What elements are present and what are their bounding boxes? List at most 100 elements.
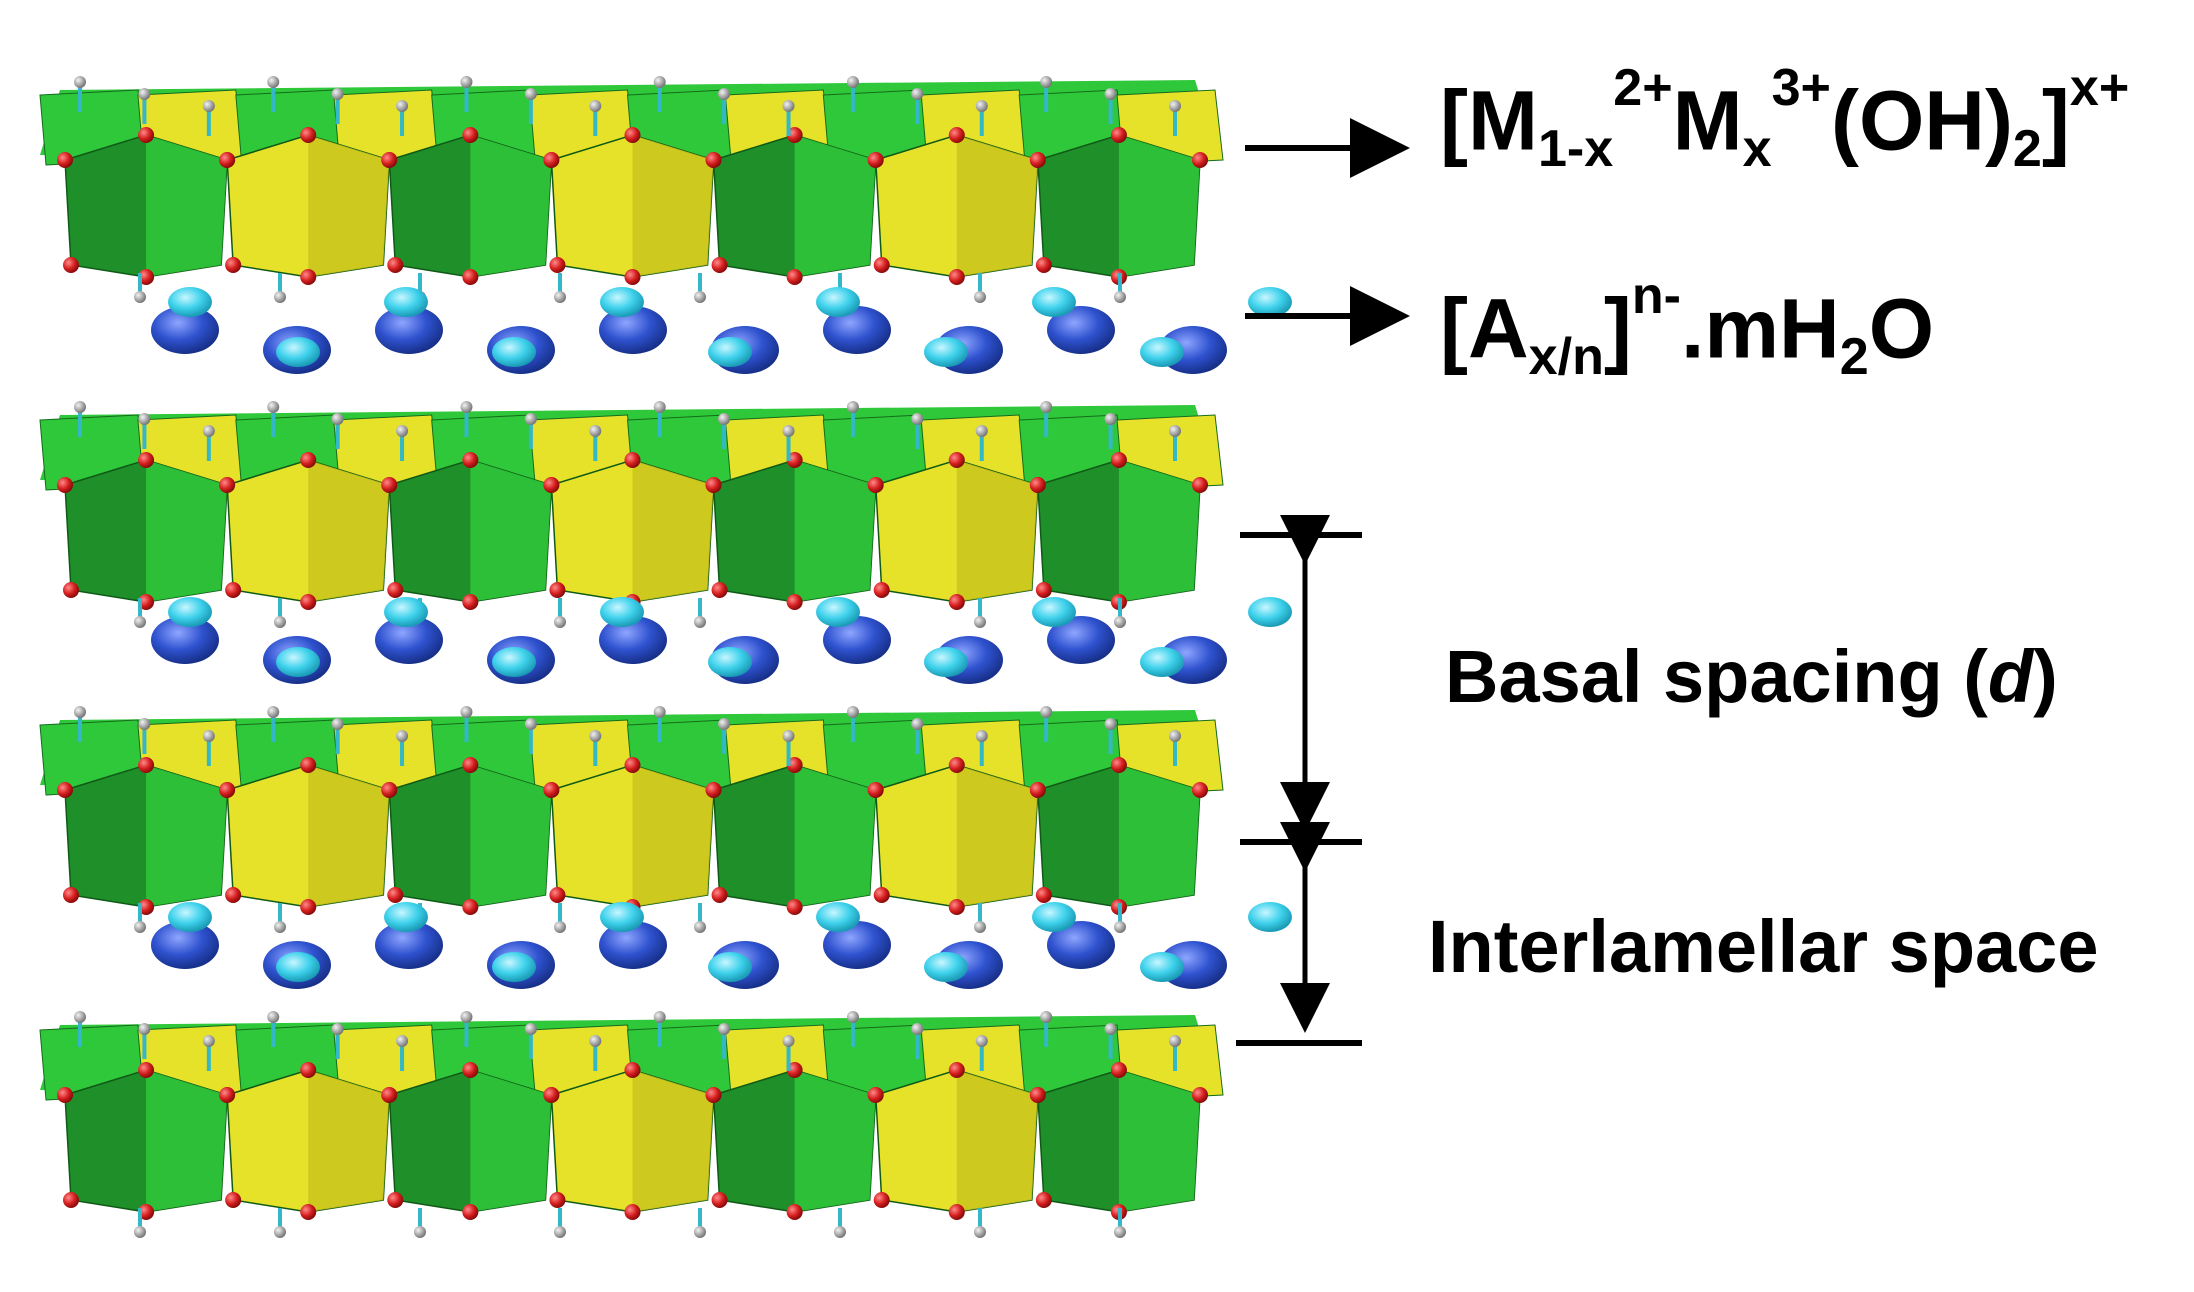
hydrogen-atom [782, 1035, 795, 1047]
hydrogen-atom [524, 413, 537, 425]
oxygen-atom [948, 452, 965, 468]
hydrogen-atom [911, 88, 924, 100]
hydrogen-atom [846, 76, 859, 88]
oxygen-atom [948, 899, 965, 915]
water-molecule [1248, 597, 1292, 627]
water-molecule [816, 287, 860, 317]
oxygen-atom [462, 1204, 479, 1220]
hydrogen-atom [782, 425, 795, 437]
formula-hydroxide: (OH) [1830, 73, 2013, 168]
hydrogen-atom [396, 425, 409, 437]
octahedron-facet [794, 135, 876, 277]
oxygen-atom [1035, 582, 1052, 598]
anion [375, 921, 443, 969]
oxygen-atom [867, 152, 884, 168]
brucite-layer [39, 401, 1224, 628]
oxygen-atom [624, 1062, 641, 1078]
water-molecule [600, 597, 644, 627]
hydrogen-atom [911, 1023, 924, 1035]
oxygen-atom [462, 1062, 479, 1078]
oxygen-atom [1029, 152, 1046, 168]
hydrogen-atom [1104, 88, 1117, 100]
hydrogen-atom [460, 706, 473, 718]
oxygen-atom [381, 152, 398, 168]
basal-spacing-label: Basal spacing (d) [1445, 640, 2058, 714]
oxygen-atom [624, 127, 641, 143]
hydrogen-atom [974, 921, 986, 933]
water-molecule [168, 287, 212, 317]
oxygen-atom [549, 257, 566, 273]
oxygen-atom [57, 782, 73, 798]
octahedron-facet [470, 135, 552, 277]
oxygen-atom [1110, 452, 1127, 468]
interlayer-anion-label: [Ax/n]n-.mH2O [1440, 270, 1934, 383]
basal-spacing-symbol: d [1987, 635, 2034, 718]
oxygen-atom [387, 257, 404, 273]
hydrogen-atom [1114, 616, 1126, 628]
oxygen-atom [300, 269, 317, 285]
interlayer-region [151, 287, 1292, 989]
octahedron-facet [308, 1070, 390, 1212]
oxygen-atom [549, 887, 566, 903]
hydrogen-atom [74, 401, 86, 413]
hydrogen-atom [653, 76, 666, 88]
hydrogen-atom [974, 616, 986, 628]
oxygen-atom [381, 1087, 398, 1103]
hydrogen-atom [134, 1226, 146, 1238]
oxygen-atom [219, 782, 236, 798]
octahedron-facet [794, 460, 876, 602]
oxygen-atom [462, 899, 479, 915]
water-molecule [384, 902, 428, 932]
oxygen-atom [63, 887, 79, 903]
oxygen-atom [138, 594, 155, 610]
brucite-layer [39, 706, 1224, 933]
interlamellar-space-label: Interlamellar space [1428, 905, 2099, 988]
hydrogen-atom [554, 616, 566, 628]
oxygen-atom [63, 257, 79, 273]
oxygen-atom [1029, 477, 1046, 493]
hydrogen-atom [718, 1023, 731, 1035]
water-molecule [708, 647, 752, 677]
oxygen-atom [381, 782, 398, 798]
octahedron-facet [146, 460, 228, 602]
hydrogen-atom [331, 88, 344, 100]
hydrogen-atom [274, 921, 286, 933]
water-molecule [1140, 647, 1184, 677]
oxygen-atom [300, 899, 317, 915]
oxygen-atom [300, 452, 317, 468]
hydrogen-atom [1104, 413, 1117, 425]
oxygen-atom [948, 269, 965, 285]
oxygen-atom [711, 582, 728, 598]
hydrogen-atom [694, 921, 706, 933]
octahedron-facet [956, 765, 1038, 907]
octahedron-facet [956, 460, 1038, 602]
brucite-layer [39, 1011, 1224, 1238]
hydrogen-atom [202, 100, 215, 112]
hydrogen-atom [846, 706, 859, 718]
oxygen-atom [867, 1087, 884, 1103]
octahedron-facet [794, 1070, 876, 1212]
hydrogen-atom [524, 718, 537, 730]
hydrogen-atom [414, 1226, 426, 1238]
anion [1047, 306, 1115, 354]
oxygen-atom [948, 757, 965, 773]
water-molecule [1248, 287, 1292, 317]
hydrogen-atom [1040, 1011, 1053, 1023]
hydrogen-atom [1104, 1023, 1117, 1035]
anion-water-b: O [1868, 281, 1935, 376]
oxygen-atom [462, 452, 479, 468]
oxygen-atom [948, 594, 965, 610]
oxygen-atom [705, 1087, 722, 1103]
oxygen-atom [705, 152, 722, 168]
oxygen-atom [1029, 782, 1046, 798]
anion-charge: n- [1631, 267, 1682, 325]
oxygen-atom [1110, 127, 1127, 143]
oxygen-atom [786, 899, 803, 915]
anion [1047, 616, 1115, 664]
hydrogen-atom [267, 1011, 280, 1023]
oxygen-atom [225, 582, 242, 598]
water-molecule [492, 337, 536, 367]
water-molecule [1248, 902, 1292, 932]
hydrogen-atom [267, 76, 280, 88]
hydrogen-atom [134, 291, 146, 303]
